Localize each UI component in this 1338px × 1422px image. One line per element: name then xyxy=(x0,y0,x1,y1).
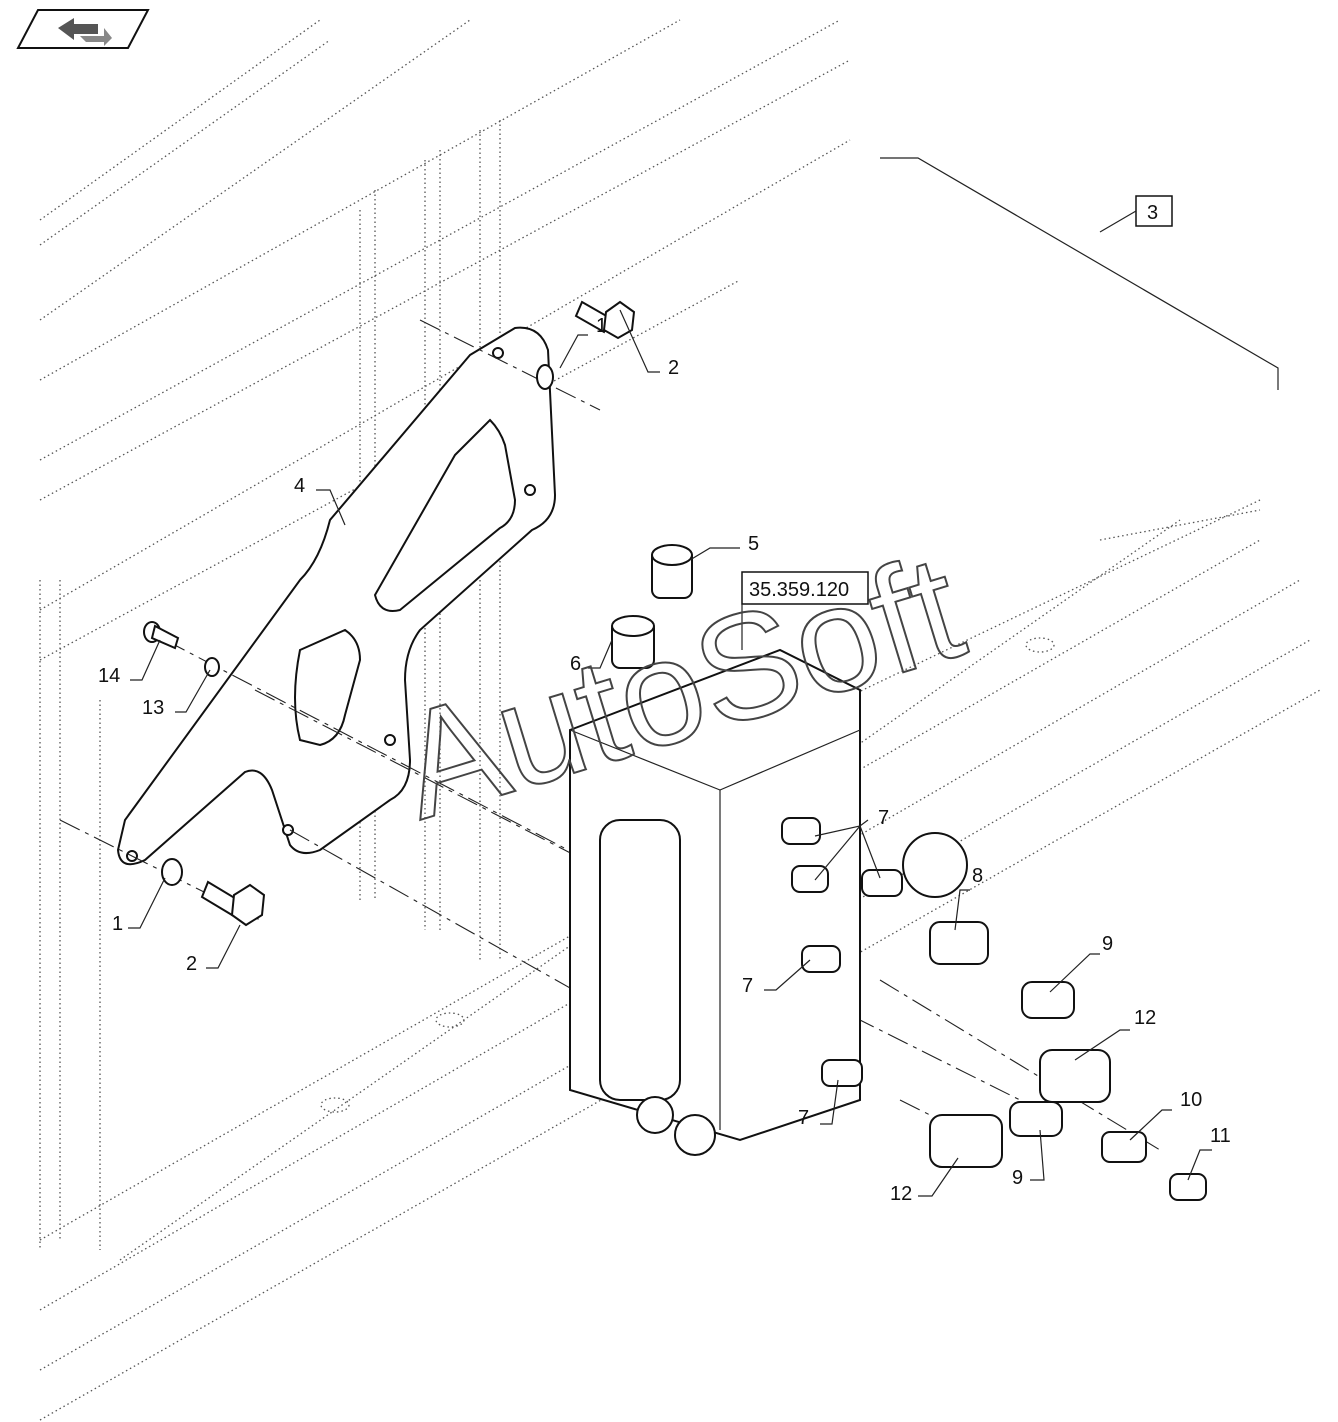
callout-10: 10 xyxy=(1180,1089,1202,1111)
mounting-plate xyxy=(116,326,557,866)
fitting-5 xyxy=(651,544,693,599)
return-arrow-icon xyxy=(58,18,112,46)
callout-4: 4 xyxy=(294,475,305,497)
fitting-7-c xyxy=(861,869,903,897)
callout-11: 11 xyxy=(1210,1125,1231,1147)
fitting-9-b xyxy=(1009,1101,1063,1137)
leader-lines xyxy=(128,309,1212,1197)
callout-1-bottom: 1 xyxy=(112,913,123,935)
bolt-small xyxy=(143,621,180,650)
callout-2-top: 2 xyxy=(668,357,679,379)
assembly-label: 3 xyxy=(1147,202,1158,224)
fitting-10 xyxy=(1101,1131,1147,1163)
callout-7-lower: 7 xyxy=(798,1107,809,1129)
callout-1-top: 1 xyxy=(596,315,607,337)
callout-9-upper: 9 xyxy=(1102,933,1113,955)
callout-12-lower: 12 xyxy=(890,1183,912,1205)
callout-7-group: 7 xyxy=(878,807,889,829)
assembly-label-box xyxy=(1135,195,1173,227)
washer-bottom xyxy=(161,858,183,886)
fitting-7-b xyxy=(791,865,829,893)
fitting-12-a xyxy=(1039,1049,1111,1103)
callout-7-middle: 7 xyxy=(742,975,753,997)
washer-small xyxy=(204,657,220,677)
fitting-12-b xyxy=(929,1114,1003,1168)
fitting-9-a xyxy=(1021,981,1075,1019)
valve-block xyxy=(569,648,968,1156)
assembly-bracket xyxy=(880,157,1279,390)
fitting-7-e xyxy=(821,1059,863,1087)
callout-2-bottom: 2 xyxy=(186,953,197,975)
fitting-6 xyxy=(611,615,655,669)
fitting-11 xyxy=(1169,1173,1207,1201)
bolt-bottom xyxy=(200,880,266,927)
callout-5: 5 xyxy=(748,533,759,555)
callout-9-lower: 9 xyxy=(1012,1167,1023,1189)
fitting-7-d xyxy=(801,945,841,973)
fitting-8 xyxy=(929,921,989,965)
bolt-top xyxy=(574,300,636,340)
callout-13: 13 xyxy=(142,697,164,719)
washer-top xyxy=(536,364,554,390)
return-button[interactable] xyxy=(16,9,150,49)
reference-box[interactable] xyxy=(741,571,869,605)
callout-12-upper: 12 xyxy=(1134,1007,1156,1029)
callout-14: 14 xyxy=(98,665,120,687)
reference-number[interactable]: 35.359.120 xyxy=(749,579,849,601)
callout-6: 6 xyxy=(570,653,581,675)
callout-8: 8 xyxy=(972,865,983,887)
fitting-7-a xyxy=(781,817,821,845)
